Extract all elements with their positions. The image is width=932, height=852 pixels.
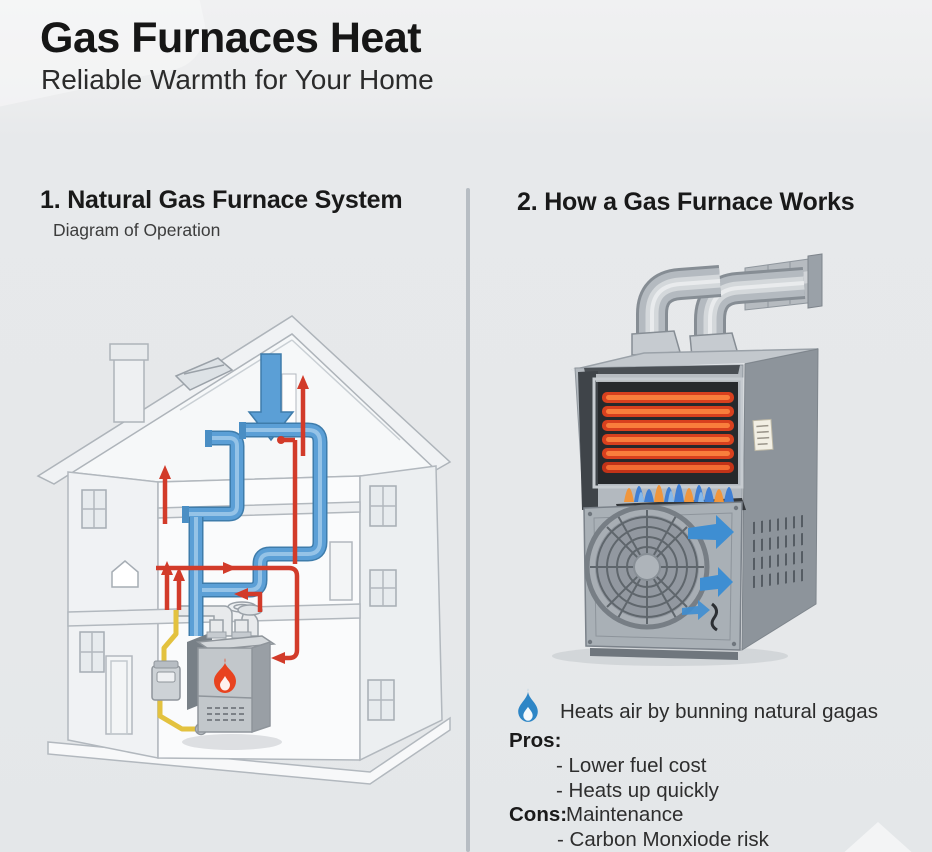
home-pictogram-icon bbox=[111, 560, 139, 588]
window bbox=[367, 485, 397, 721]
flame-icon bbox=[518, 688, 538, 722]
blower-fan bbox=[584, 504, 710, 630]
left-section-heading: 1. Natural Gas Furnace System bbox=[40, 186, 403, 214]
cons-item: - Carbon Monxiode risk bbox=[557, 828, 769, 851]
feature-row: Heats air by bunning natural gagas bbox=[514, 684, 914, 728]
exhaust-elbow-tubes bbox=[636, 265, 806, 350]
page-title: Gas Furnaces Heat bbox=[40, 14, 422, 62]
chimney bbox=[109, 343, 149, 423]
furnace-flame-icon bbox=[214, 658, 236, 693]
cons-item-inline: Maintenance bbox=[566, 803, 684, 826]
basement-furnace bbox=[182, 619, 282, 750]
section-divider bbox=[466, 188, 470, 852]
pros-item: - Lower fuel cost bbox=[556, 754, 707, 777]
page-subtitle: Reliable Warmth for Your Home bbox=[41, 64, 434, 95]
left-section-subheading: Diagram of Operation bbox=[53, 220, 221, 240]
pros-label: Pros: bbox=[509, 729, 562, 752]
bottom-right-peak-decoration bbox=[840, 822, 916, 852]
gas-meter bbox=[151, 660, 181, 701]
window bbox=[79, 489, 107, 673]
spec-label bbox=[752, 418, 774, 452]
right-section-heading: 2. How a Gas Furnace Works bbox=[517, 188, 855, 216]
pros-item: - Heats up quickly bbox=[556, 779, 719, 802]
feature-text: Heats air by bunning natural gagas bbox=[560, 700, 878, 723]
blue-arrow-icons bbox=[682, 515, 734, 620]
warm-air-supply-pipes bbox=[156, 375, 309, 664]
house-cutaway-diagram bbox=[36, 315, 452, 785]
heat-exchanger-coils bbox=[592, 374, 744, 489]
furnace-photo bbox=[552, 253, 823, 666]
furnace-vent-slats bbox=[207, 707, 244, 721]
house-structure bbox=[36, 315, 452, 785]
cons-label: Cons: bbox=[509, 803, 568, 826]
side-vent-grille bbox=[753, 515, 803, 589]
power-cable bbox=[710, 602, 719, 632]
cold-air-return-ducts bbox=[182, 353, 328, 636]
